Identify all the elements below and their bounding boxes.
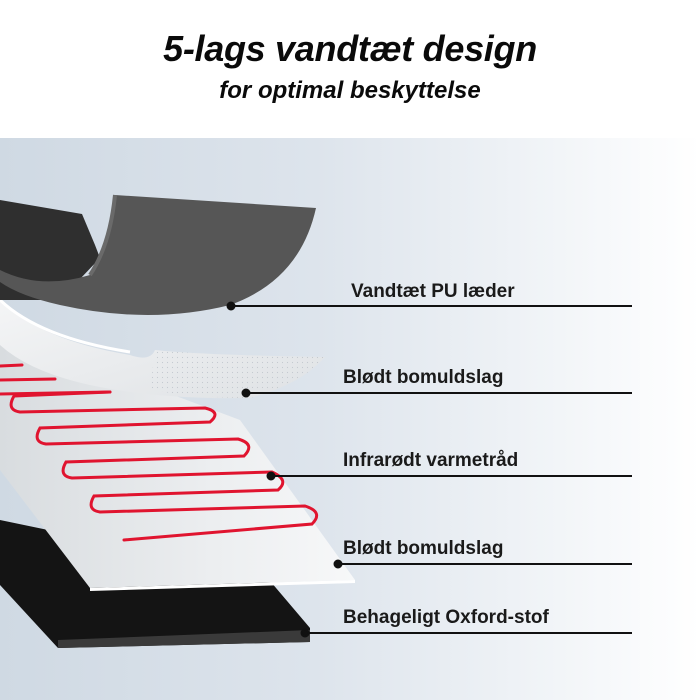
page-title: 5-lags vandtæt design [163,28,537,69]
pu-leather-layer-icon [0,194,316,315]
layer-label-heating-wire: Infrarødt varmetråd [343,450,519,471]
leader-lines [226,301,632,638]
layer-label-oxford: Behageligt Oxford-stof [343,607,549,628]
layer-label-cotton-top: Blødt bomuldslag [343,367,504,388]
layer-label-pu-leather: Vandtæt PU læder [351,281,515,302]
layer-label-cotton-bottom: Blødt bomuldslag [343,538,504,559]
cotton-layer-top-icon [0,298,325,399]
heating-wire-layer-icon [0,363,319,542]
page-subtitle: for optimal beskyttelse [219,77,481,104]
